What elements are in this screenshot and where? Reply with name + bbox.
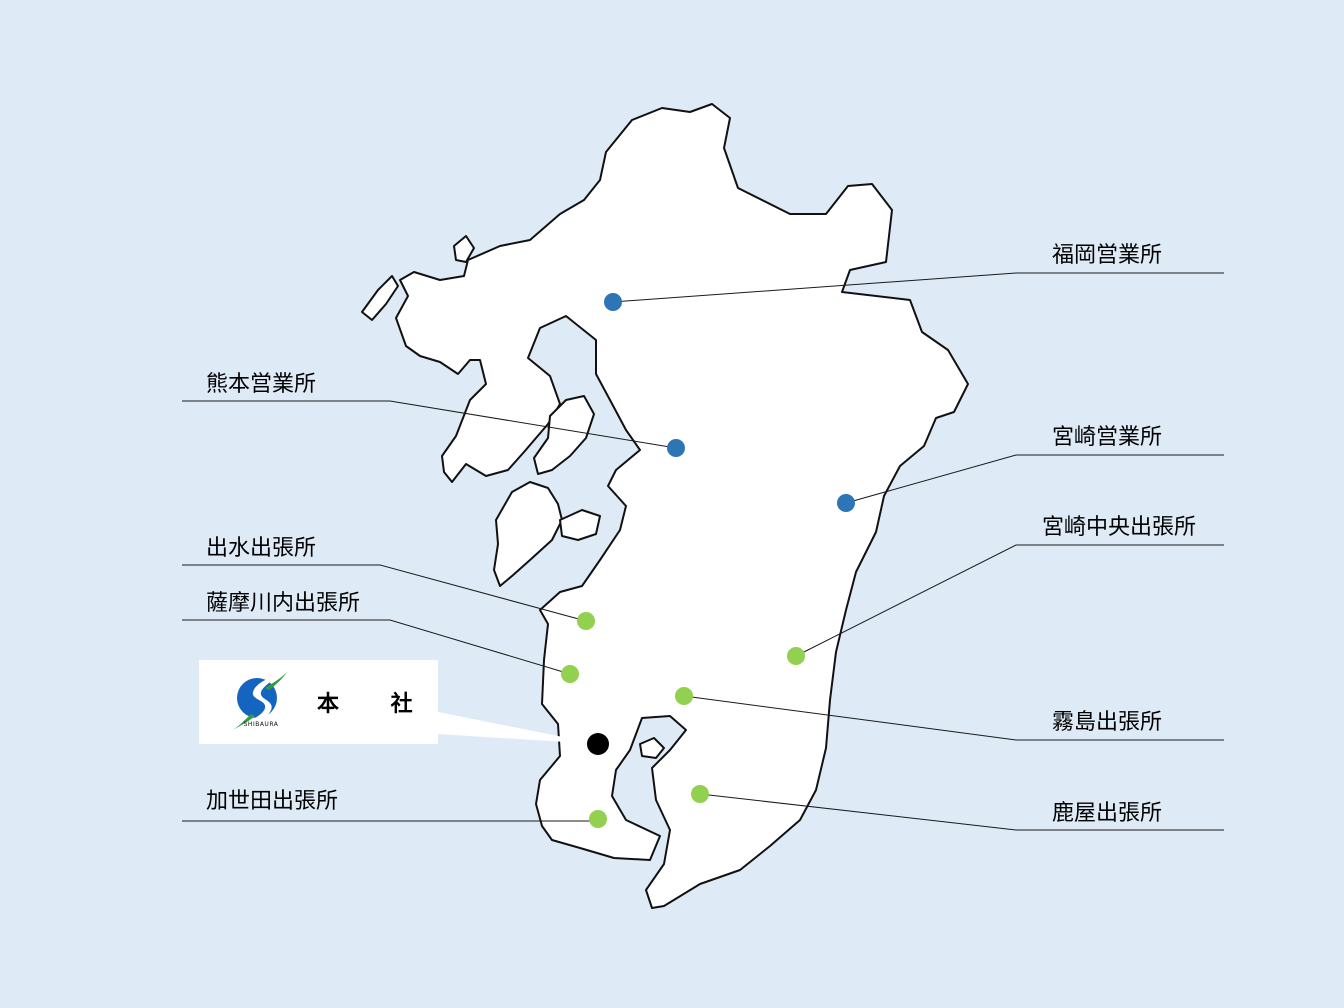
amakusa-small-island (559, 509, 601, 541)
kyushu-island (395, 103, 969, 909)
office-labels: 福岡営業所 熊本営業所 宮崎営業所 宮崎中央出張所 出水出張所 薩摩川内出張所 … (206, 243, 1196, 826)
label-izumi: 出水出張所 (206, 536, 316, 561)
shibaura-s-logo-icon (233, 672, 287, 730)
marker-kaseda[interactable] (589, 810, 607, 828)
label-satsumasendai: 薩摩川内出張所 (206, 591, 360, 616)
leader-kumamoto (182, 400, 677, 449)
amakusa-island (493, 481, 563, 587)
sakurajima (639, 737, 665, 759)
marker-fukuoka[interactable] (604, 293, 622, 311)
marker-izumi[interactable] (577, 612, 595, 630)
office-markers (561, 293, 855, 828)
iki-island (453, 235, 475, 263)
headquarters-card[interactable]: SHIBAURA 本 社 (199, 660, 438, 744)
label-kirishima: 霧島出張所 (1052, 710, 1162, 735)
marker-miyazaki[interactable] (837, 494, 855, 512)
marker-honsha[interactable] (587, 733, 609, 755)
marker-kanoya[interactable] (691, 785, 709, 803)
label-kanoya: 鹿屋出張所 (1052, 801, 1162, 826)
marker-satsumasendai[interactable] (561, 665, 579, 683)
hirado-island (361, 275, 399, 321)
leader-izumi (182, 564, 587, 622)
logo-wordmark: SHIBAURA (243, 721, 279, 728)
hq-callout-pointer (438, 712, 598, 744)
leader-fukuoka (611, 272, 1224, 303)
marker-miyazaki-chuo[interactable] (787, 647, 805, 665)
leader-miyazaki-chuo (795, 544, 1224, 657)
marker-kirishima[interactable] (675, 687, 693, 705)
headquarters-title: 本 社 (317, 692, 435, 717)
leader-kanoya (699, 793, 1224, 831)
label-fukuoka: 福岡営業所 (1052, 243, 1162, 268)
leader-lines (182, 272, 1224, 831)
leader-satsumasendai (182, 619, 571, 675)
label-miyazaki-chuo: 宮崎中央出張所 (1042, 515, 1196, 540)
label-kaseda: 加世田出張所 (206, 789, 338, 814)
marker-kumamoto[interactable] (667, 439, 685, 457)
label-kumamoto: 熊本営業所 (206, 372, 316, 397)
label-miyazaki: 宮崎営業所 (1052, 425, 1162, 450)
shimabara-peninsula (533, 395, 595, 475)
leader-kirishima (683, 695, 1224, 741)
leader-miyazaki (845, 454, 1224, 504)
